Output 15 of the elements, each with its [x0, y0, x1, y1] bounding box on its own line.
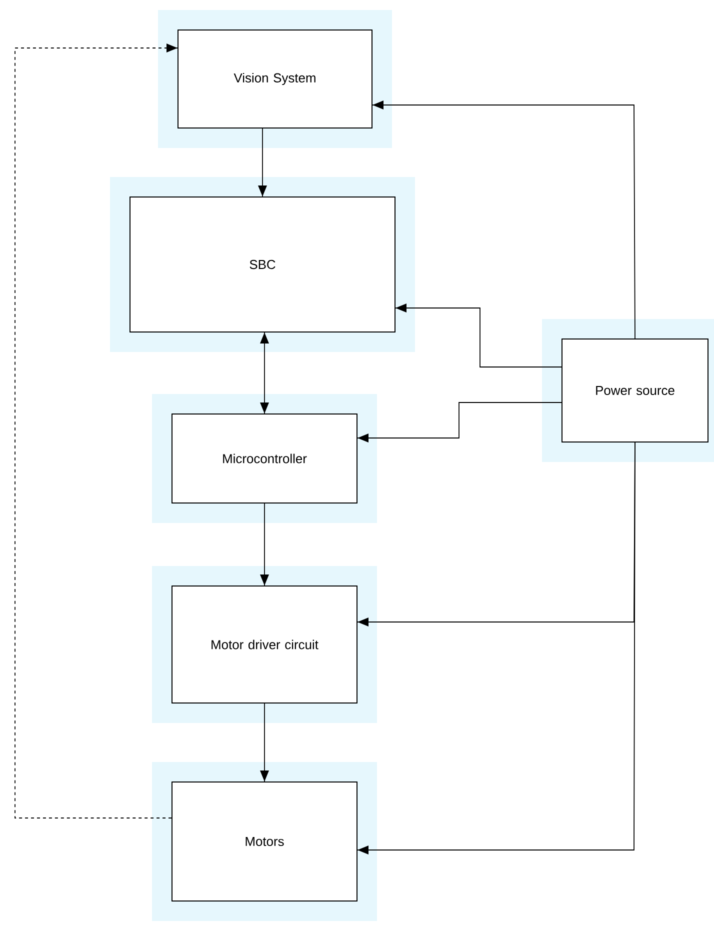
- process-box: SBC: [110, 177, 415, 352]
- arrow: [357, 442, 636, 854]
- arrow: [395, 304, 562, 368]
- process-box: Microcontroller: [152, 394, 377, 523]
- arrow: [357, 402, 562, 442]
- arrow: [258, 128, 267, 197]
- arrow: [14, 44, 178, 818]
- arrow: [260, 332, 269, 414]
- process-box: Motor driver circuit: [152, 566, 377, 723]
- arrow: [372, 100, 636, 339]
- process-box: Vision System: [158, 10, 392, 148]
- process-box: Motors: [152, 762, 377, 921]
- arrow: [260, 503, 269, 586]
- arrow: [260, 703, 269, 782]
- process-box: Power source: [542, 319, 714, 462]
